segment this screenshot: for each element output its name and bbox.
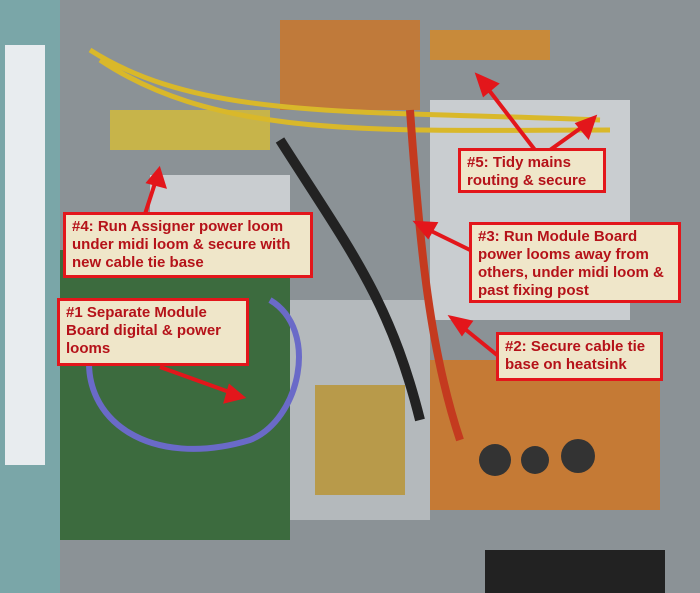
mains-connector <box>430 30 550 60</box>
capacitor <box>561 439 595 473</box>
capacitor <box>521 446 549 474</box>
annotation-5: #5: Tidy mains routing & secure <box>458 148 606 193</box>
midi-loom <box>275 137 425 422</box>
annotation-1: #1 Separate Module Board digital & power… <box>57 298 249 366</box>
annotation-2: #2: Secure cable tie base on heatsink <box>496 332 663 381</box>
capacitor <box>479 444 511 476</box>
power-supply-board <box>430 360 660 510</box>
power-loom <box>406 109 464 442</box>
annotation-3: #3: Run Module Board power looms away fr… <box>469 222 681 303</box>
annotation-arrows <box>143 72 598 404</box>
annotation-4: #4: Run Assigner power loom under midi l… <box>63 212 313 278</box>
midi-board <box>280 20 420 110</box>
ruler <box>5 45 45 465</box>
transformer <box>315 385 405 495</box>
